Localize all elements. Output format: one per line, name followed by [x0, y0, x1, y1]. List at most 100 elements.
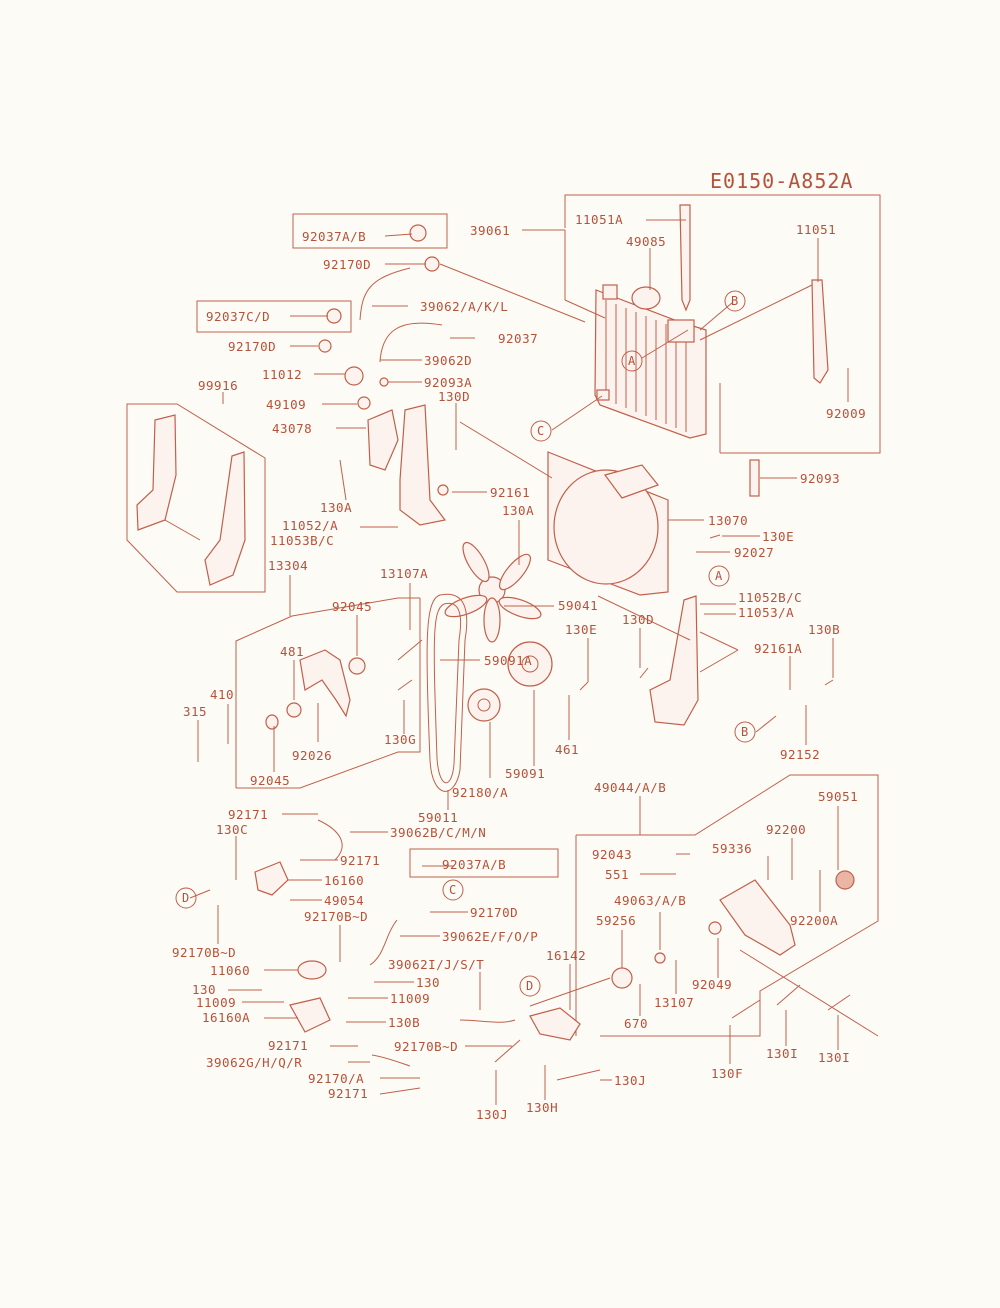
hose-39062ghqr: [371, 1054, 411, 1067]
label-461: 461: [555, 742, 579, 757]
cap-49109: [357, 396, 371, 410]
bracket-99916-shape: [136, 414, 246, 586]
label-13070: 13070: [708, 513, 748, 528]
hose-39062d-shape: [379, 322, 443, 363]
label-92045-1: 92045: [332, 599, 372, 614]
fan-shape: [444, 541, 542, 643]
label-59091a: 59091A: [484, 653, 532, 668]
label-13304: 13304: [268, 558, 308, 573]
label-92161a: 92161A: [754, 641, 802, 656]
label-481: 481: [280, 644, 304, 659]
label-92026: 92026: [292, 748, 332, 763]
svg-text:B: B: [741, 725, 748, 739]
label-59256: 59256: [596, 913, 636, 928]
label-130b-1: 130B: [808, 622, 840, 637]
label-92045-2: 92045: [250, 773, 290, 788]
label-130j-2: 130J: [476, 1107, 508, 1122]
belt-shape: [426, 593, 468, 792]
box-92037ab-2: [409, 848, 559, 878]
label-130f: 130F: [711, 1066, 743, 1081]
label-16142: 16142: [546, 948, 586, 963]
label-11052bc: 11052B/C: [738, 590, 802, 605]
label-11051: 11051: [796, 222, 836, 237]
label-92009: 92009: [826, 406, 866, 421]
svg-text:D: D: [526, 979, 533, 993]
label-49063ab: 49063/A/B: [614, 893, 686, 908]
circle-markers: B A C A B C D D: [175, 290, 756, 997]
svg-text:A: A: [715, 569, 723, 583]
label-92037ab-2: 92037A/B: [442, 857, 506, 872]
bolt-130j-2: [556, 1069, 601, 1081]
label-92170bd-2: 92170B~D: [172, 945, 236, 960]
bracket-group-frame: [126, 403, 266, 593]
bracket-11052a-shape: [399, 404, 447, 526]
pump-group-frame: [576, 774, 879, 1037]
label-130a-2: 130A: [502, 503, 534, 518]
label-11012: 11012: [262, 367, 302, 382]
label-49054: 49054: [324, 893, 364, 908]
bolt-130g: [397, 679, 413, 691]
leader-lines: [189, 219, 879, 1105]
label-670: 670: [624, 1016, 648, 1031]
bolt-130b: [824, 679, 834, 686]
washer-92049: [708, 921, 722, 935]
label-59051: 59051: [818, 789, 858, 804]
label-130-1: 130: [192, 982, 216, 997]
seal-92093: [749, 459, 760, 497]
label-92180a: 92180/A: [452, 785, 508, 800]
housing-16160a: [289, 997, 331, 1033]
label-92170a: 92170/A: [308, 1071, 364, 1086]
label-11060: 11060: [210, 963, 250, 978]
water-pump-shape: [719, 879, 796, 956]
label-92200: 92200: [766, 822, 806, 837]
label-92170d-2: 92170D: [228, 339, 276, 354]
housing-16160: [254, 861, 289, 896]
label-315: 315: [183, 704, 207, 719]
hose-39062bcmn: [317, 819, 343, 861]
label-92093: 92093: [800, 471, 840, 486]
reservoir-43078: [367, 409, 399, 471]
label-130a-1: 130A: [320, 500, 352, 515]
marker-b-2: [734, 721, 756, 743]
radiator-shape: [594, 284, 707, 439]
label-130h: 130H: [526, 1100, 558, 1115]
box-92037cd: [196, 300, 352, 333]
label-130j-1: 130J: [614, 1073, 646, 1088]
label-39062akl: 39062/A/K/L: [420, 299, 508, 314]
label-59091: 59091: [505, 766, 545, 781]
impeller-59256: [611, 967, 633, 989]
label-410: 410: [210, 687, 234, 702]
grommet-92161: [437, 484, 449, 496]
marker-a-2: [708, 565, 730, 587]
label-11009-1: 11009: [196, 995, 236, 1010]
svg-text:D: D: [182, 891, 189, 905]
bolt-130f: [731, 999, 761, 1019]
label-39061: 39061: [470, 223, 510, 238]
label-130c: 130C: [216, 822, 248, 837]
side-plate-11051a: [679, 204, 691, 312]
label-11053a: 11053/A: [738, 605, 794, 620]
label-92093a: 92093A: [424, 375, 472, 390]
side-plate-11051: [811, 279, 829, 384]
label-13107a: 13107A: [380, 566, 428, 581]
label-99916: 99916: [198, 378, 238, 393]
label-92170bd-3: 92170B~D: [394, 1039, 458, 1054]
hose-39062ijst: [459, 1019, 516, 1023]
label-130g: 130G: [384, 732, 416, 747]
label-130d-top: 130D: [438, 389, 470, 404]
reference-code: E0150-A852A: [710, 169, 853, 193]
label-92170bd-1: 92170B~D: [304, 909, 368, 924]
marker-c-2: [442, 879, 464, 901]
label-39062ghqr: 39062G/H/Q/R: [206, 1055, 302, 1070]
svg-text:B: B: [731, 294, 738, 308]
clamp-92170d: [424, 256, 440, 272]
label-39062ijst: 39062I/J/S/T: [388, 957, 484, 972]
label-92037cd: 92037C/D: [206, 309, 270, 324]
bolt-130e: [579, 681, 589, 691]
marker-d-1: [175, 887, 197, 909]
label-92152: 92152: [780, 747, 820, 762]
label-130b-2: 130B: [388, 1015, 420, 1030]
label-92049: 92049: [692, 977, 732, 992]
